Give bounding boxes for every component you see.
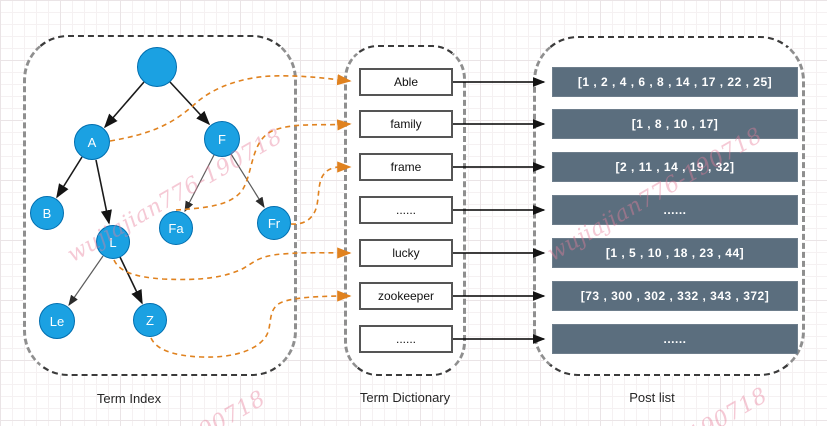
tree-node-fa: Fa bbox=[159, 211, 193, 245]
term-box-zookeeper: zookeeper bbox=[359, 282, 453, 310]
term-box-family: family bbox=[359, 110, 453, 138]
posting-box-able: [1 , 2 , 4 , 6 , 8 , 14 , 17 , 22 , 25] bbox=[552, 67, 798, 97]
tree-node-f: F bbox=[204, 121, 240, 157]
posting-box-ellipsis-1: ...... bbox=[552, 195, 798, 225]
posting-box-zookeeper: [73 , 300 , 302 , 332 , 343 , 372] bbox=[552, 281, 798, 311]
tree-node-root bbox=[137, 47, 177, 87]
term-box-ellipsis-2: ...... bbox=[359, 325, 453, 353]
term-box-lucky: lucky bbox=[359, 239, 453, 267]
tree-node-fr: Fr bbox=[257, 206, 291, 240]
tree-node-a: A bbox=[74, 124, 110, 160]
tree-node-z: Z bbox=[133, 303, 167, 337]
posting-box-frame: [2 , 11 , 14 , 19 , 32] bbox=[552, 152, 798, 182]
posting-box-lucky: [1 , 5 , 10 , 18 , 23 , 44] bbox=[552, 238, 798, 268]
post-list-label: Post list bbox=[629, 390, 675, 405]
tree-node-l: L bbox=[96, 225, 130, 259]
term-box-ellipsis-1: ...... bbox=[359, 196, 453, 224]
term-box-frame: frame bbox=[359, 153, 453, 181]
term-dictionary-label: Term Dictionary bbox=[359, 390, 451, 405]
term-box-able: Able bbox=[359, 68, 453, 96]
tree-node-b: B bbox=[30, 196, 64, 230]
posting-box-family: [1 , 8 , 10 , 17] bbox=[552, 109, 798, 139]
tree-node-le: Le bbox=[39, 303, 75, 339]
dictionary-to-postlist-arrows bbox=[453, 77, 546, 344]
posting-box-ellipsis-2: ...... bbox=[552, 324, 798, 354]
term-index-label: Term Index bbox=[96, 391, 162, 406]
